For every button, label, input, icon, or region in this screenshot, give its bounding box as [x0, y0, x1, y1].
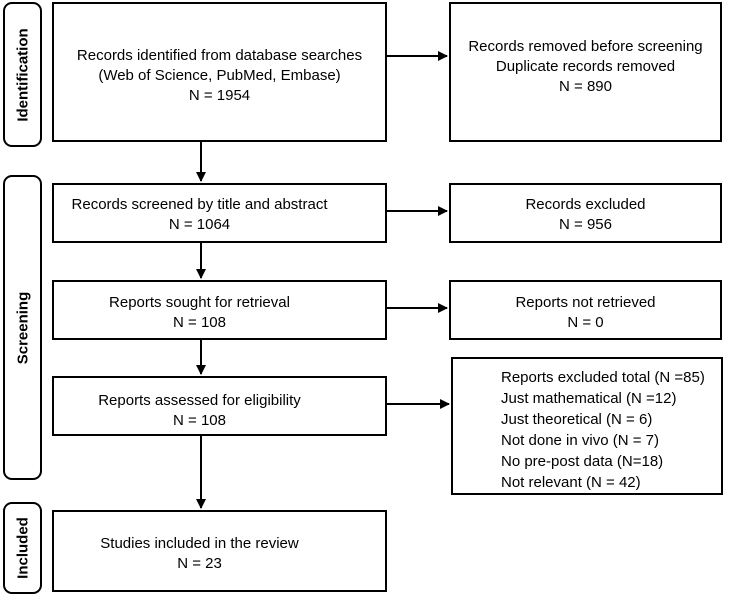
reports-excluded-reason: Just theoretical (N = 6) [501, 411, 653, 428]
records-removed-box: Records removed before screening Duplica… [449, 2, 722, 142]
records-identified-count: N = 1954 [188, 87, 251, 104]
duplicates-removed-label: Duplicate records removed [495, 58, 676, 75]
reports-excluded-reason: Not done in vivo (N = 7) [501, 432, 659, 449]
records-identified-box: Records identified from database searche… [52, 2, 387, 142]
records-excluded-title: Records excluded [525, 196, 646, 213]
records-removed-count: N = 890 [559, 78, 612, 95]
reports-sought-title: Reports sought for retrieval [109, 294, 290, 311]
records-excluded-count: N = 956 [559, 216, 612, 233]
reports-excluded-reason: No pre-post data (N=18) [501, 453, 664, 470]
reports-assessed-box: Reports assessed for eligibility N = 108 [52, 376, 387, 436]
reports-not-retrieved-box: Reports not retrieved N = 0 [449, 280, 722, 340]
phase-identification: Identification [3, 2, 42, 147]
reports-sought-box: Reports sought for retrieval N = 108 [52, 280, 387, 340]
reports-excluded-total: Reports excluded total (N =85) [501, 369, 705, 386]
reports-not-retrieved-title: Reports not retrieved [515, 294, 656, 311]
reports-assessed-count: N = 108 [173, 412, 226, 429]
records-screened-count: N = 1064 [168, 216, 231, 233]
phase-screening: Screening [3, 175, 42, 480]
reports-not-retrieved-count: N = 0 [567, 314, 604, 331]
reports-excluded-box: Reports excluded total (N =85) Just math… [451, 357, 723, 495]
studies-included-box: Studies included in the review N = 23 [52, 510, 387, 592]
reports-excluded-reason: Not relevant (N = 42) [501, 474, 641, 491]
records-excluded-box: Records excluded N = 956 [449, 183, 722, 243]
records-identified-sources: (Web of Science, PubMed, Embase) [98, 67, 341, 84]
reports-sought-count: N = 108 [173, 314, 226, 331]
records-removed-title: Records removed before screening [468, 38, 703, 55]
records-identified-title: Records identified from database searche… [76, 47, 363, 64]
studies-included-title: Studies included in the review [100, 535, 299, 552]
reports-excluded-reason: Just mathematical (N =12) [501, 390, 677, 407]
records-screened-title: Records screened by title and abstract [71, 196, 328, 213]
studies-included-count: N = 23 [177, 555, 222, 572]
phase-included: Included [3, 502, 42, 594]
records-screened-box: Records screened by title and abstract N… [52, 183, 387, 243]
reports-assessed-title: Reports assessed for eligibility [98, 392, 301, 409]
